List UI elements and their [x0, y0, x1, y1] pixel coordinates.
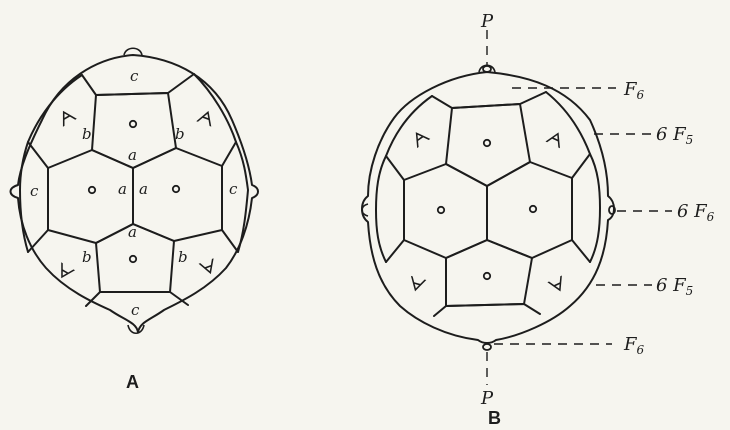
figure-b-top-pore [483, 66, 491, 72]
figure-b-marker-ur: ᗅ [543, 126, 569, 153]
figure-b-side-right [590, 154, 600, 262]
figure-b-marker-ul: ᗅ [407, 124, 434, 152]
figure-a-pore [130, 121, 136, 127]
figure-a-marker-lr: ᗅ [196, 253, 220, 280]
figure-a: ᗅ ᗅ ᗅ ᗅ c c c c b b b b a a a a A [11, 48, 259, 392]
figure-a-label-c-top: c [130, 67, 139, 85]
figure-b-right-pore [609, 206, 615, 214]
figure-b-callout-f6-mid: 6 F6 [677, 201, 715, 224]
figure-b-pore [484, 273, 490, 279]
figure-a-pore [173, 186, 179, 192]
figure-a-caption: A [126, 372, 139, 392]
figure-a-label-a-top: a [128, 146, 137, 164]
figure-b-callout-f6-bottom: F6 [623, 334, 645, 357]
figure-a-label-c-left: c [30, 182, 39, 200]
figure-b-pore [438, 207, 444, 213]
figure-b-plate-lower-left [386, 240, 404, 262]
figure-b-callout-f5-lower: 6 F5 [656, 275, 693, 298]
figure-a-label-b-lr: b [178, 248, 188, 266]
figure-b-plate-lower-right [572, 240, 590, 262]
figure-a-pore [89, 187, 95, 193]
figure-b-pole-top: P [480, 11, 494, 32]
figure-b: P P ᗅ ᗅ [362, 11, 715, 428]
figure-a-label-c-right: c [229, 180, 238, 198]
figure-b-hex-top [446, 104, 530, 186]
figure-b-marker-ll: ᗅ [406, 271, 429, 297]
figure-a-label-a-right: a [139, 180, 148, 198]
figure-a-marker-ll: ᗅ [52, 258, 78, 286]
figure-a-label-c-bottom: c [131, 301, 140, 319]
figure-b-pole-bottom: P [480, 388, 494, 409]
figure-a-plate-lower-right [222, 230, 238, 252]
figure-b-caption: B [488, 408, 501, 428]
figure-a-marker-ul: ᗅ [54, 104, 80, 132]
figure-a-plate-lower-left [28, 230, 48, 252]
figure-a-label-b-ur: b [175, 125, 185, 143]
figure-b-marker-lr: ᗅ [544, 271, 570, 298]
figure-b-bottom-pore [483, 344, 491, 350]
figure-a-label-a-left: a [118, 180, 127, 198]
figure-a-top-knob [124, 48, 142, 55]
figure-a-label-a-bottom: a [128, 223, 137, 241]
figure-b-callout-f5-upper: 6 F5 [656, 124, 693, 147]
figure-a-pore [130, 256, 136, 262]
figure-b-callout-f6-top: F6 [623, 79, 645, 102]
figure-b-hex-left [404, 164, 487, 258]
figure-a-label-b-ll: b [82, 248, 92, 266]
figure-b-pore [530, 206, 536, 212]
figure-b-pore [484, 140, 490, 146]
figure-a-marker-ur: ᗅ [194, 105, 218, 132]
figure-a-label-b-ul: b [82, 125, 92, 143]
figure-b-side-left [376, 156, 386, 262]
